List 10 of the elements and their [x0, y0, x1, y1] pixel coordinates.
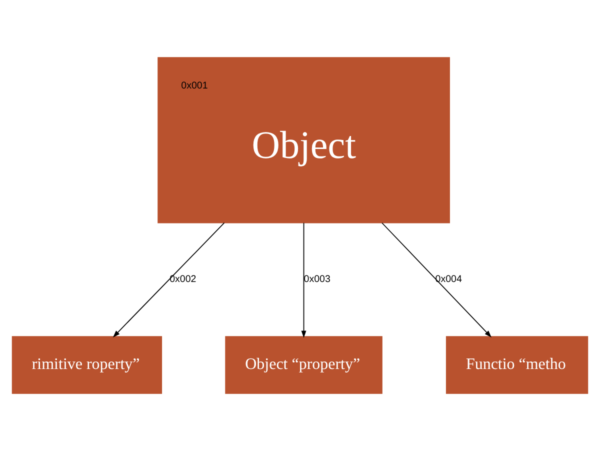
node-box: rimitive roperty” — [12, 336, 162, 394]
node-box: 0x001 Object — [158, 56, 450, 223]
edge-label: 0x003 — [304, 274, 330, 285]
arrow — [301, 222, 306, 338]
arrow — [112, 222, 225, 337]
edge-label: 0x002 — [170, 274, 196, 285]
edge-label: 0x004 — [435, 274, 462, 285]
node-box: Object “property” — [225, 336, 382, 394]
arrow — [382, 222, 492, 337]
node-box: Functio “metho — [446, 336, 588, 394]
